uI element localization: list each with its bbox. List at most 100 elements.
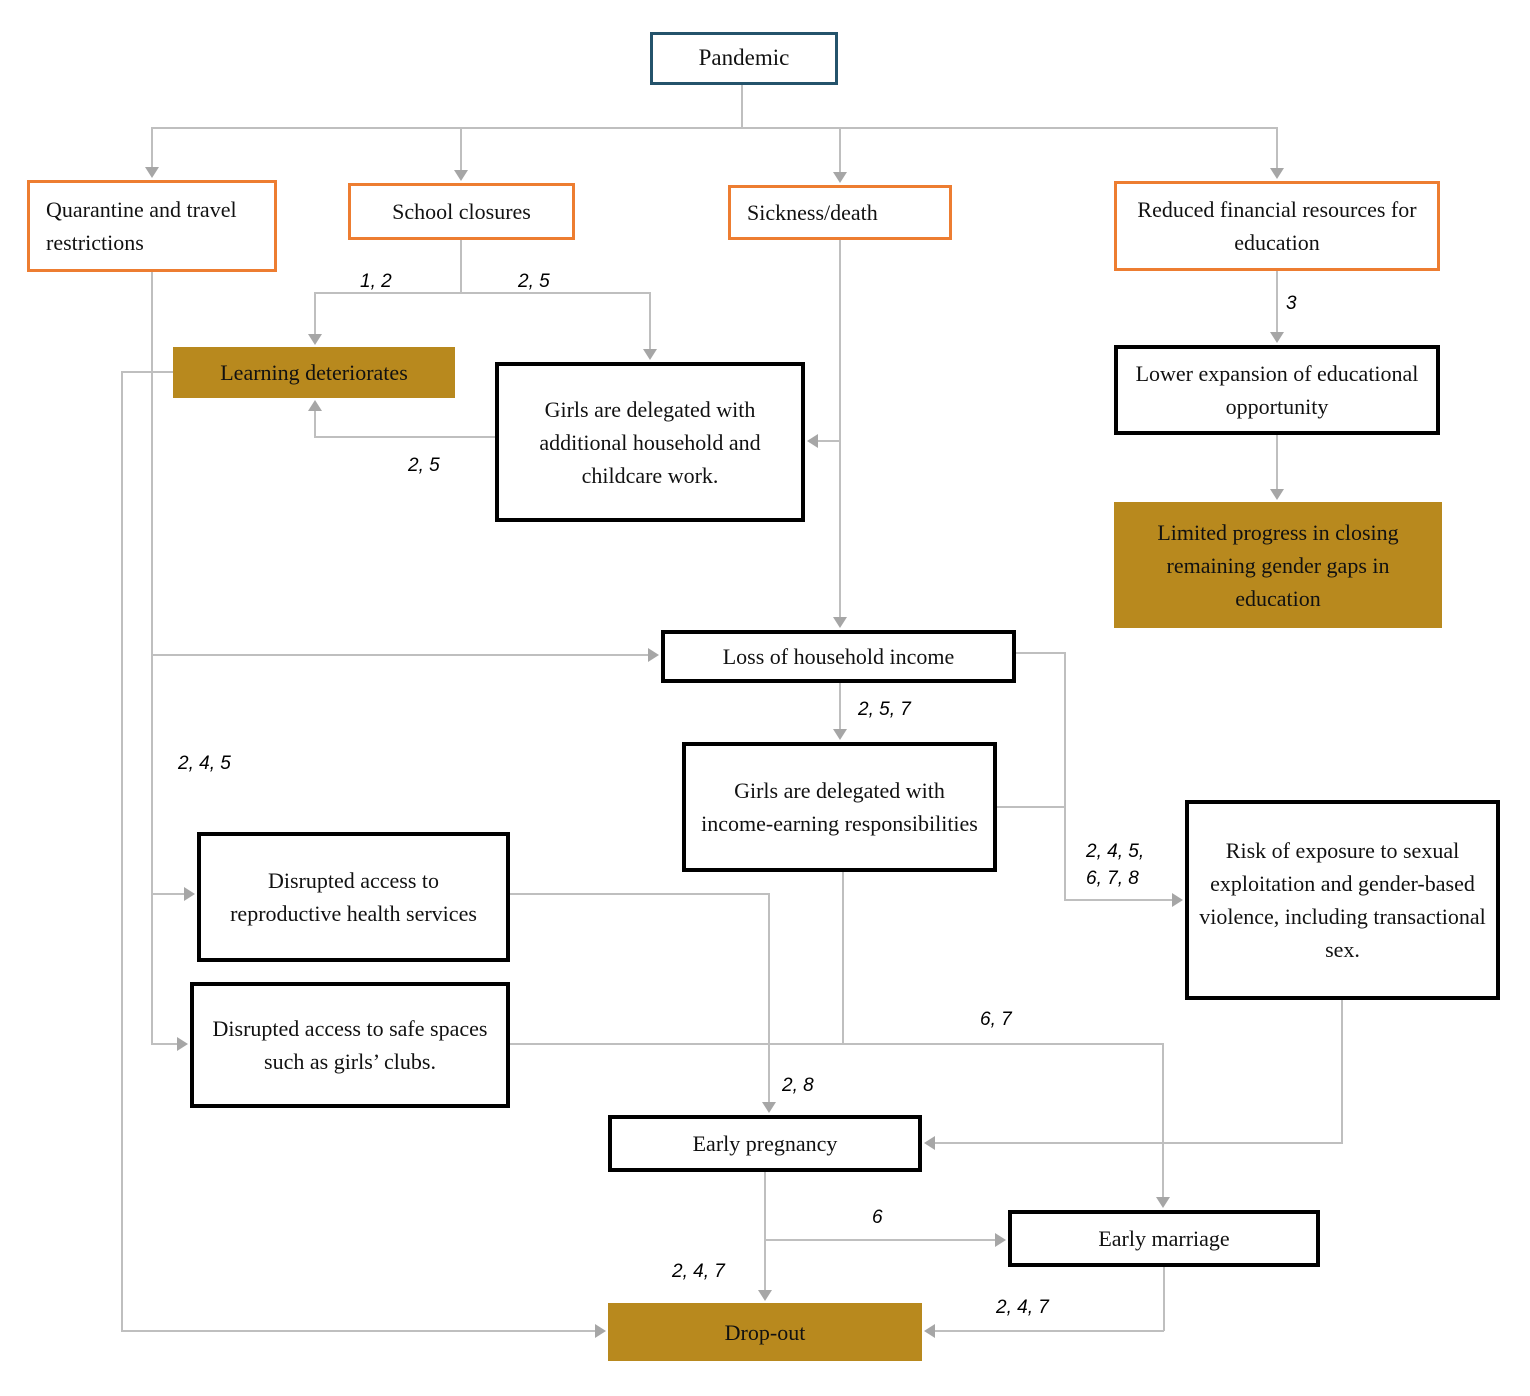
edge-risk-to-pregnancy xyxy=(935,1142,1342,1144)
node-sickness-death: Sickness/death xyxy=(728,185,952,240)
node-girls-income: Girls are delegated with income-earning … xyxy=(682,742,997,872)
edge-label-household-learning: 2, 5 xyxy=(408,455,440,476)
arrow-into-household-right-icon xyxy=(807,434,818,448)
edge-repro-right xyxy=(509,893,770,895)
arrow-into-girlsincome-icon xyxy=(833,729,847,740)
arrow-into-loss-icon xyxy=(833,617,847,628)
node-early-marriage-label: Early marriage xyxy=(1098,1226,1230,1251)
edge-label-school-household: 2, 5 xyxy=(518,271,550,292)
node-disrupted-safe: Disrupted access to safe spaces such as … xyxy=(190,982,510,1108)
node-early-marriage: Early marriage xyxy=(1008,1210,1320,1267)
node-pandemic-label: Pandemic xyxy=(698,45,790,71)
node-school-closures-label: School closures xyxy=(392,199,531,224)
arrow-into-lower-icon xyxy=(1270,332,1284,343)
node-risk-exposure: Risk of exposure to sexual exploitation … xyxy=(1185,800,1500,1000)
edge-to-pregnancy-v xyxy=(768,893,770,1102)
node-girls-household-label: Girls are delegated with additional hous… xyxy=(539,396,761,488)
edge-quarantine-long xyxy=(151,272,153,1045)
arrow-into-pregnancy-right-icon xyxy=(924,1136,935,1150)
edge-label-to-risk: 2, 4, 5, 6, 7, 8 xyxy=(1086,838,1144,892)
arrow-into-safe-icon xyxy=(177,1037,188,1051)
edge-label-reduced-lower: 3 xyxy=(1286,293,1297,314)
edge-reduced-to-lower xyxy=(1276,271,1278,332)
node-girls-income-label: Girls are delegated with income-earning … xyxy=(701,778,978,836)
arrow-into-reduced-icon xyxy=(1270,168,1284,179)
edge-top-hub xyxy=(151,127,1278,129)
node-dropout-label: Drop-out xyxy=(724,1319,806,1345)
edge-safe-to-marriage-h xyxy=(509,1043,1164,1045)
arrow-into-limited-icon xyxy=(1270,489,1284,500)
edge-marriage-down xyxy=(1163,1267,1165,1331)
edge-label-quarantine-branches: 2, 4, 5 xyxy=(178,753,231,774)
node-loss-income-label: Loss of household income xyxy=(722,644,955,669)
arrow-into-risk-icon xyxy=(1172,893,1183,907)
edge-school-to-household xyxy=(649,293,651,349)
node-disrupted-repro-label: Disrupted access to reproductive health … xyxy=(230,868,477,926)
node-early-pregnancy-label: Early pregnancy xyxy=(692,1131,838,1156)
arrow-into-repro-icon xyxy=(184,887,195,901)
arrow-into-household-icon xyxy=(643,349,657,360)
node-pandemic: Pandemic xyxy=(650,32,838,85)
node-lower-expansion-label: Lower expansion of educational opportuni… xyxy=(1135,361,1419,419)
node-risk-exposure-label: Risk of exposure to sexual exploitation … xyxy=(1199,838,1486,962)
edge-sickness-to-household xyxy=(818,440,840,442)
arrow-into-dropout-top-icon xyxy=(758,1290,772,1301)
arrow-into-pregnancy-icon xyxy=(762,1102,776,1113)
edge-pregnancy-down xyxy=(764,1172,766,1290)
edge-school-stem xyxy=(460,240,462,294)
edge-loss-right xyxy=(1015,652,1066,654)
node-reduced-financial: Reduced financial resources for educatio… xyxy=(1114,181,1440,271)
node-disrupted-repro: Disrupted access to reproductive health … xyxy=(197,832,510,962)
edge-to-school xyxy=(460,127,462,170)
arrow-into-school-icon xyxy=(454,170,468,181)
node-disrupted-safe-label: Disrupted access to safe spaces such as … xyxy=(212,1016,488,1074)
node-early-pregnancy: Early pregnancy xyxy=(608,1115,922,1172)
edge-school-to-learning xyxy=(314,293,316,334)
edge-to-risk xyxy=(1064,899,1172,901)
edge-label-school-learning: 1, 2 xyxy=(360,271,392,292)
edge-pregnancy-to-marriage xyxy=(764,1239,995,1241)
edge-learning-stub xyxy=(121,371,173,373)
edge-label-to-risk-line2: 6, 7, 8 xyxy=(1086,868,1139,889)
edge-to-reduced xyxy=(1276,127,1278,168)
node-learning-deteriorates-label: Learning deteriorates xyxy=(220,360,408,385)
edge-risk-vertical xyxy=(1064,652,1066,901)
node-girls-household: Girls are delegated with additional hous… xyxy=(495,362,805,522)
node-limited-progress: Limited progress in closing remaining ge… xyxy=(1114,502,1442,628)
edge-to-marriage-v xyxy=(1162,1043,1164,1197)
edge-label-to-risk-line1: 2, 4, 5, xyxy=(1086,841,1145,862)
arrow-into-learning-icon xyxy=(308,334,322,345)
node-limited-progress-label: Limited progress in closing remaining ge… xyxy=(1157,519,1399,611)
arrow-into-marriage-left-icon xyxy=(995,1233,1006,1247)
edge-learning-to-dropout xyxy=(121,1330,595,1332)
edge-marriage-to-dropout xyxy=(935,1330,1164,1332)
edge-quarantine-to-loss xyxy=(151,654,648,656)
edge-pandemic-stem xyxy=(741,85,743,128)
node-quarantine: Quarantine and travel restrictions xyxy=(27,180,277,272)
edge-risk-down xyxy=(1341,1000,1343,1144)
arrow-into-dropout-left-icon xyxy=(595,1324,606,1338)
edge-girlsincome-down xyxy=(842,872,844,1044)
edge-quarantine-to-safe xyxy=(151,1043,177,1045)
edge-lower-to-limited xyxy=(1276,435,1278,489)
edge-sickness-long xyxy=(839,240,841,617)
edge-school-split xyxy=(314,292,651,294)
edge-quarantine-to-repro xyxy=(151,893,184,895)
node-loss-income: Loss of household income xyxy=(661,630,1016,683)
node-learning-deteriorates: Learning deteriorates xyxy=(173,347,455,398)
edge-household-to-learning-h xyxy=(314,436,495,438)
edge-loss-to-girlsincome xyxy=(839,683,841,729)
edge-label-pregnancy-dropout: 2, 4, 7 xyxy=(672,1261,725,1282)
edge-girlsincome-right xyxy=(996,806,1065,808)
node-dropout: Drop-out xyxy=(608,1303,922,1361)
node-quarantine-label: Quarantine and travel restrictions xyxy=(46,197,237,255)
edge-to-quarantine xyxy=(151,127,153,167)
node-lower-expansion: Lower expansion of educational opportuni… xyxy=(1114,345,1440,435)
arrow-into-loss-left-icon xyxy=(648,648,659,662)
arrow-into-dropout-right-icon xyxy=(924,1324,935,1338)
edge-to-sickness xyxy=(839,127,841,172)
arrow-into-marriage-icon xyxy=(1156,1197,1170,1208)
arrow-into-sickness-icon xyxy=(833,172,847,183)
node-reduced-financial-label: Reduced financial resources for educatio… xyxy=(1137,197,1417,255)
edge-label-marriage-dropout: 2, 4, 7 xyxy=(996,1297,1049,1318)
